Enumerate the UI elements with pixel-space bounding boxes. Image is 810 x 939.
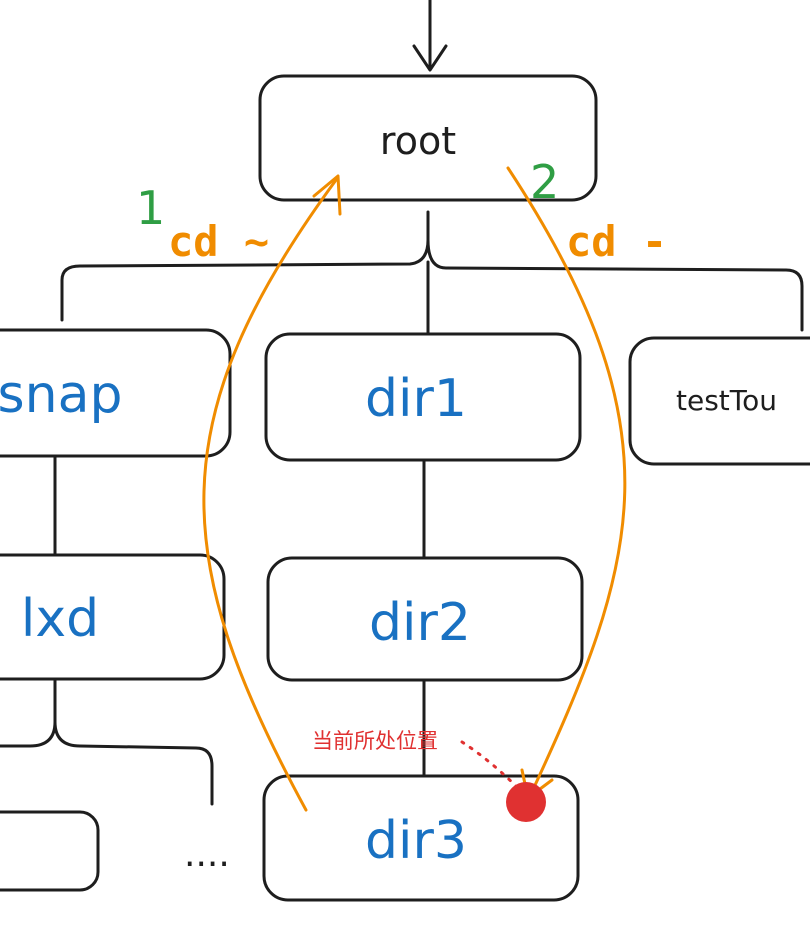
- step-2-number: 2: [530, 155, 559, 209]
- node-testtou-label: testTou: [676, 384, 777, 417]
- node-lxd[interactable]: lxd: [0, 553, 226, 681]
- node-dir1[interactable]: dir1: [264, 332, 582, 462]
- ellipsis-text: ....: [184, 834, 230, 875]
- node-testtou[interactable]: testTou: [628, 336, 810, 466]
- incoming-arrow: [412, 0, 448, 72]
- arrow-cd-home: [202, 174, 342, 812]
- current-position-marker: 当前所处位置: [312, 729, 546, 822]
- node-snap-label: snap: [0, 365, 122, 425]
- node-snap[interactable]: snap: [0, 328, 232, 458]
- node-dir3[interactable]: dir3: [262, 774, 580, 902]
- node-lxd-label: lxd: [21, 589, 99, 649]
- current-position-dot: [506, 782, 546, 822]
- step-1-number: 1: [136, 181, 165, 235]
- step-2-command: cd -: [566, 217, 667, 266]
- tree-connectors: [0, 210, 804, 806]
- current-position-label: 当前所处位置: [312, 729, 438, 753]
- node-dir2[interactable]: dir2: [266, 556, 584, 682]
- node-root-label: root: [380, 119, 456, 163]
- node-root[interactable]: root: [258, 74, 598, 202]
- node-dir3-label: dir3: [365, 811, 467, 871]
- node-leaf-partial[interactable]: [0, 810, 100, 892]
- node-dir1-label: dir1: [365, 369, 467, 429]
- step-1-command: cd ~: [168, 217, 269, 266]
- node-dir2-label: dir2: [369, 593, 471, 653]
